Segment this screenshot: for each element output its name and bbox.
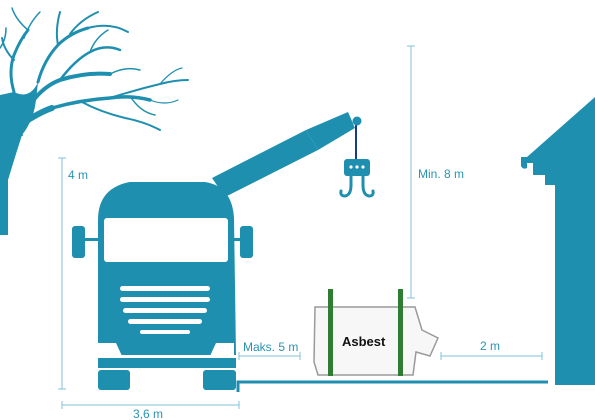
truck-bumper [98,358,236,368]
truck-wheel-right [203,370,236,390]
truck-mirror-left [72,226,85,258]
truck-headlight-right [210,343,234,356]
bag-label: Asbest [342,334,386,349]
tree-icon [0,7,189,235]
bag-strap-right [398,289,403,376]
dimension-building-distance [440,352,543,360]
truck-headlight-left [98,343,122,356]
label-height-truck: 4 m [68,168,88,182]
label-building-distance: 2 m [480,339,500,353]
ground-line [236,380,548,392]
dimension-width-truck [61,401,240,409]
dimension-min-height [407,45,415,299]
truck-grille [120,286,210,334]
truck-crane-icon [72,182,253,390]
label-width-truck: 3,6 m [133,407,163,420]
house-icon [521,97,595,385]
truck-mirror-right [240,226,253,258]
hook-icon [339,159,375,198]
truck-windshield [104,218,228,262]
label-min-height: Min. 8 m [418,167,464,181]
dimension-height-truck [58,157,66,390]
truck-wheel-left [98,370,130,390]
asbestos-bag-icon: Asbest [313,289,439,376]
dimension-max-distance [238,352,301,360]
crane-arm [212,112,362,197]
bag-strap-left [328,289,333,376]
label-max-distance: Maks. 5 m [243,340,298,354]
